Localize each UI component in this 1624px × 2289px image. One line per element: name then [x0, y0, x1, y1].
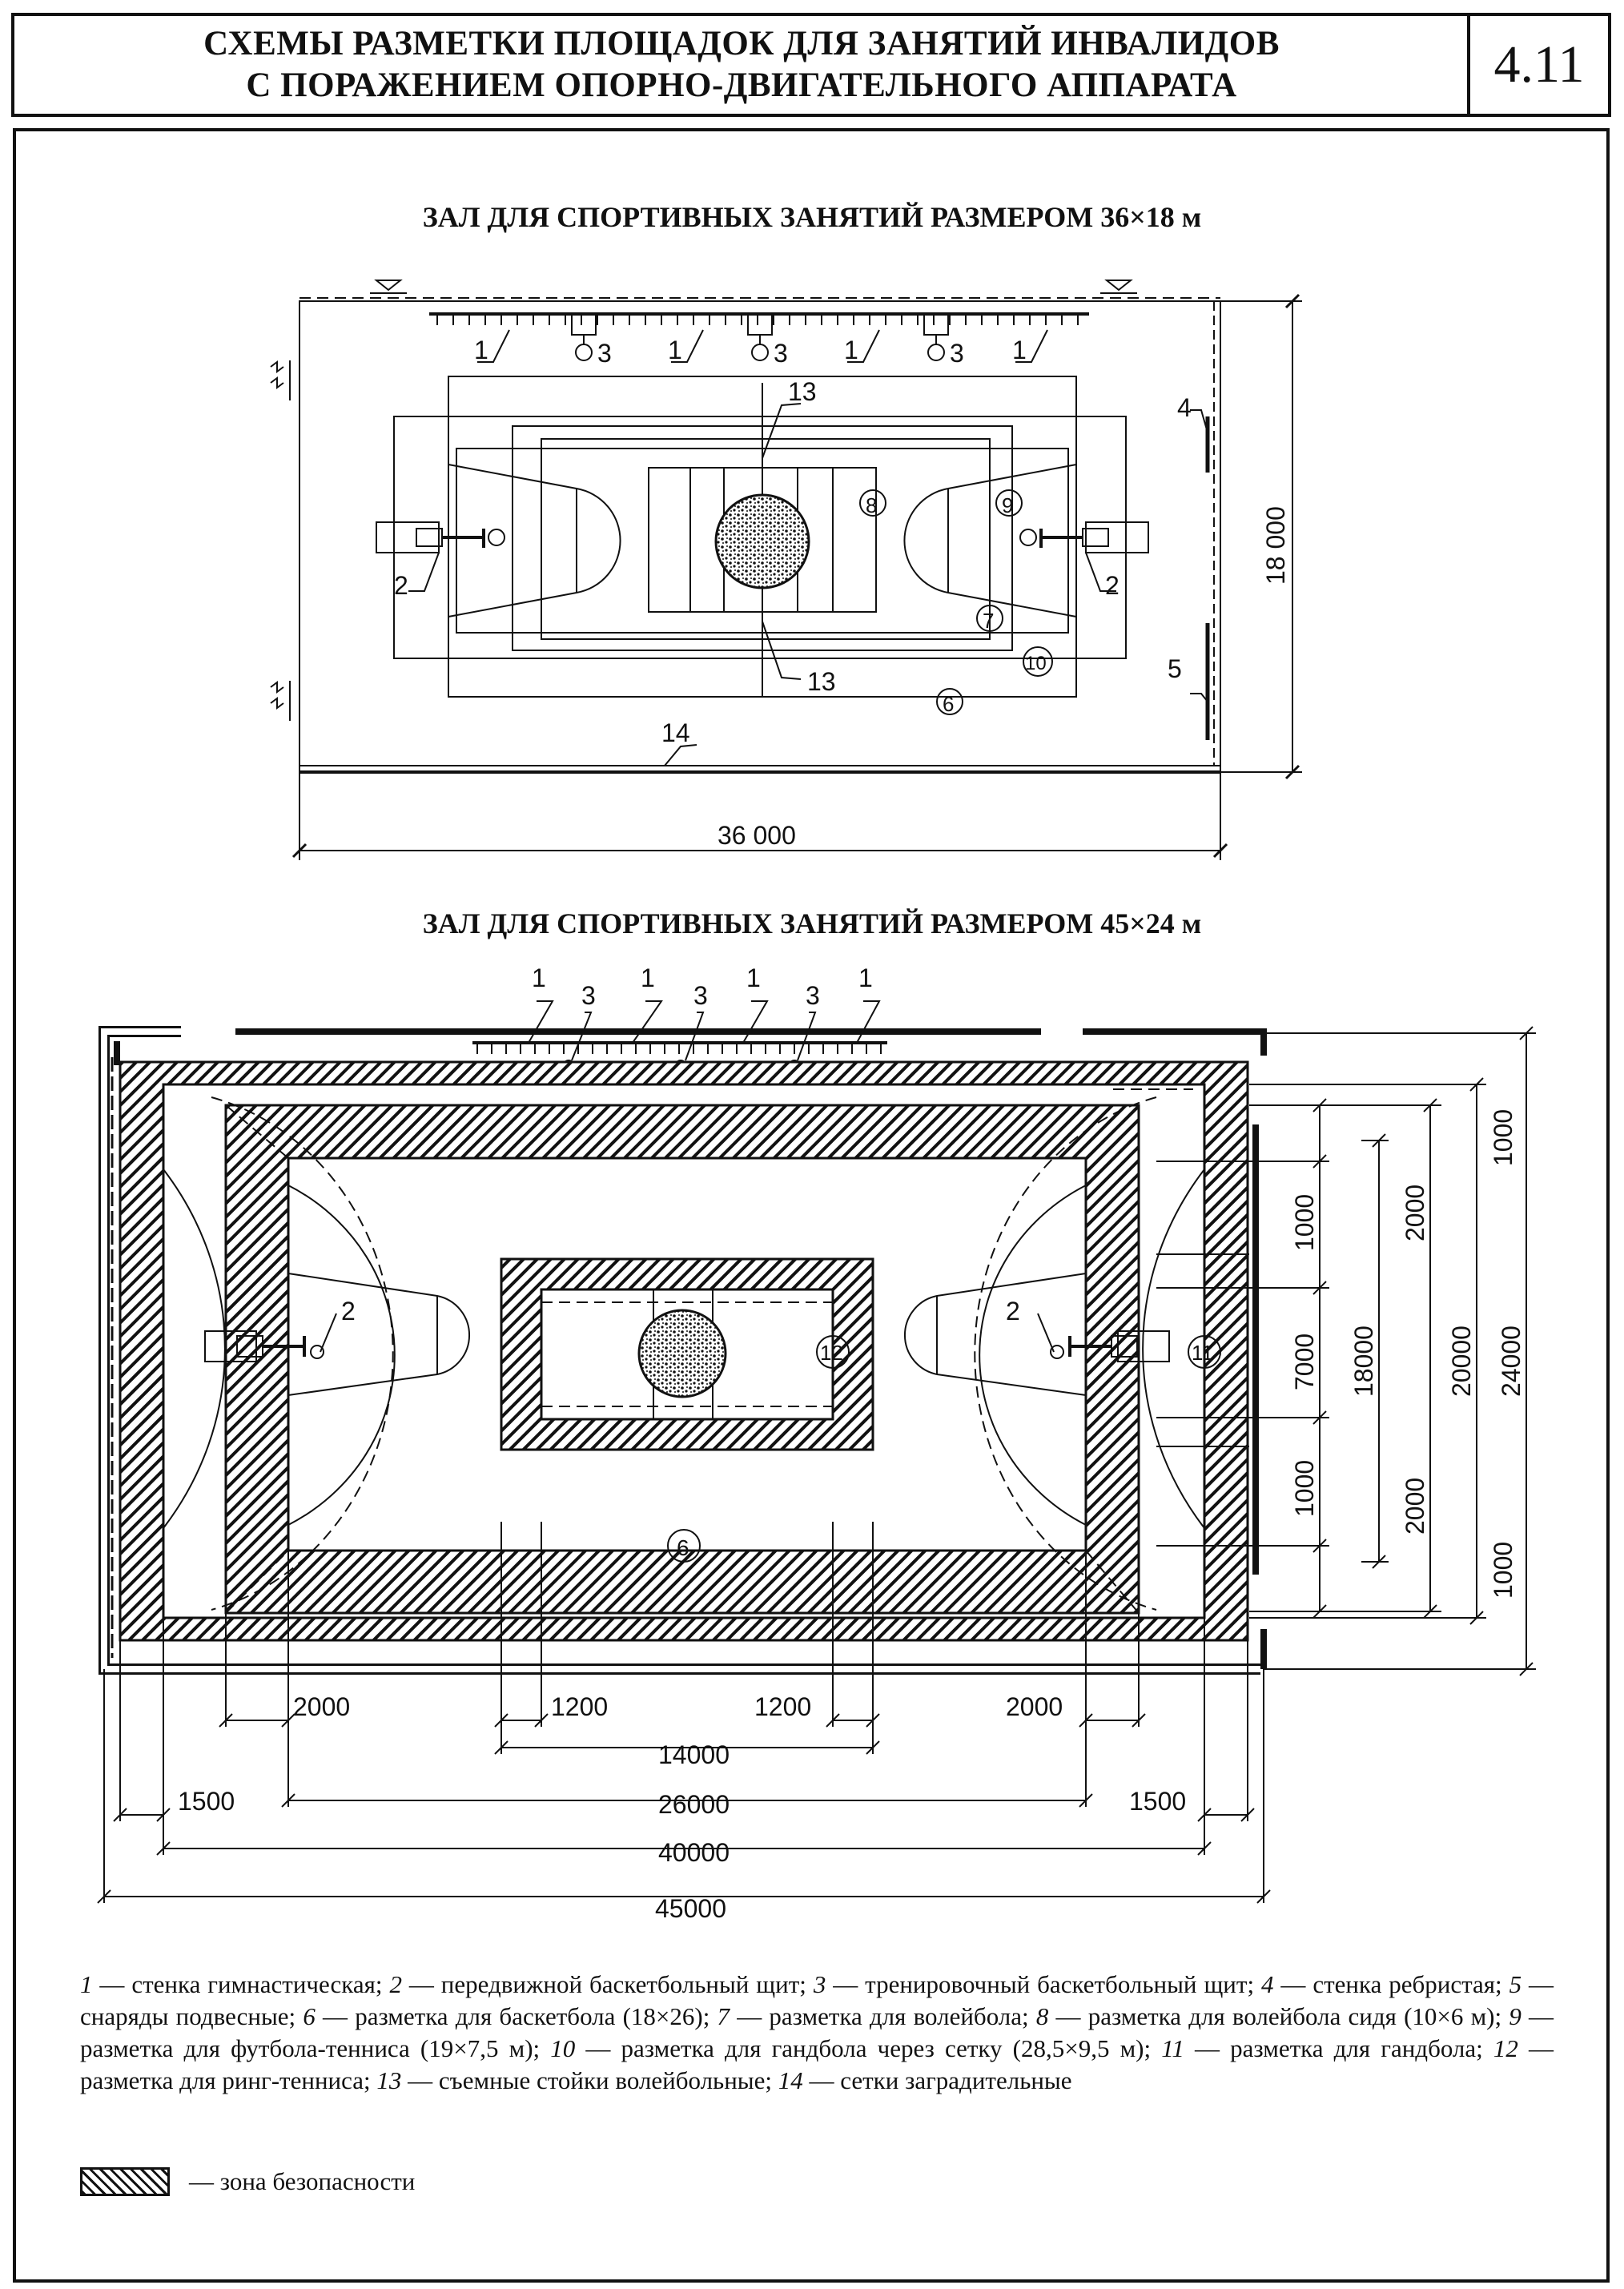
hall1-label-1d: 1	[1012, 336, 1027, 364]
safety-zone-label: — зона безопасности	[189, 2167, 416, 2195]
hall1-label-3a: 3	[597, 339, 612, 368]
hall2-dim-40000: 40000	[658, 1838, 730, 1867]
hall2-label-1d: 1	[858, 963, 873, 992]
hall2-dim-24000: 24000	[1497, 1326, 1526, 1397]
legend-item: 3 — тренировочный баскетбольный щит;	[813, 1970, 1261, 1998]
hall2-dim-18000: 18000	[1349, 1326, 1378, 1397]
hall2-dim-1200-left: 1200	[551, 1692, 608, 1721]
hall1-label-1b: 1	[668, 336, 682, 364]
hall1-court-inner	[541, 438, 991, 640]
hall1-label-14: 14	[661, 718, 690, 747]
legend-item: 2 — передвижной баскетбольный щит;	[389, 1970, 814, 1998]
hall2-dim-1000-b: 1000	[1290, 1460, 1319, 1517]
hall2-label-3a: 3	[581, 981, 596, 1010]
hall2-dim-26000: 26000	[658, 1790, 730, 1819]
legend-item: 8 — разметка для волейбола сидя (10×6 м)…	[1035, 2002, 1509, 2030]
hall1-court-10	[393, 416, 1127, 659]
hall2-label-3b: 3	[693, 981, 708, 1010]
hall2-label-2a: 2	[341, 1297, 356, 1326]
hall1-dim-height: 18 000	[1261, 506, 1290, 585]
hall2-dim-1000-a: 1000	[1290, 1194, 1319, 1251]
hall1-label-13b: 13	[807, 667, 836, 696]
legend-item: 4 — стенка ребристая;	[1260, 1970, 1509, 1998]
legend-item: 13 — съемные стойки волейбольные;	[376, 2066, 778, 2094]
sheet-number: 4.11	[1467, 16, 1608, 114]
hall1-label-3b: 3	[774, 339, 788, 368]
hall2-label-1c: 1	[746, 963, 761, 992]
hall2-dim-7000: 7000	[1290, 1334, 1319, 1390]
legend-item: 5 — снаряды подвесные;	[80, 1970, 1554, 2030]
hall1-label-8: 8	[866, 493, 877, 517]
hall1-label-10: 10	[1025, 653, 1047, 674]
hall2-dim-1500-right: 1500	[1129, 1787, 1186, 1816]
safety-zone-key: — зона безопасности	[80, 2164, 415, 2199]
sheet-title: СХЕМЫ РАЗМЕТКИ ПЛОЩАДОК ДЛЯ ЗАНЯТИЙ ИНВА…	[14, 16, 1469, 114]
legend-item: 12 — разметка для ринг-тенниса;	[80, 2034, 1554, 2094]
legend-item: 6 — разметка для баскетбола (18×26);	[303, 2002, 718, 2030]
hall1-labels: 1 1 1 1 3 3 3 2 2 4 5 13 13 14 8 9 7 10 …	[394, 336, 1290, 850]
hall1-label-1c: 1	[844, 336, 858, 364]
hall2-dim-1200-right: 1200	[754, 1692, 811, 1721]
hall1-gym-wall	[429, 312, 1089, 361]
hall1-title: ЗАЛ ДЛЯ СПОРТИВНЫХ ЗАНЯТИЙ РАЗМЕРОМ 36×1…	[422, 201, 1202, 233]
hall1-label-2a: 2	[394, 571, 408, 600]
hall1-label-5: 5	[1168, 654, 1182, 683]
hall2-label-6: 6	[677, 1535, 689, 1560]
sheet-frame	[13, 128, 1610, 2283]
hall1-label-3c: 3	[950, 339, 964, 368]
hall1-label-6: 6	[943, 692, 954, 716]
hall2-dim-14000: 14000	[658, 1740, 730, 1769]
hall2-label-1b: 1	[641, 963, 655, 992]
hall2-dim-1000-bottom: 1000	[1489, 1542, 1517, 1599]
hall2-dim-1000-top: 1000	[1489, 1109, 1517, 1166]
legend-item: 11 — разметка для гандбола;	[1161, 2034, 1493, 2062]
legend-item: 7 — разметка для волейбола;	[717, 2002, 1036, 2030]
hall2-dim-1500-left: 1500	[178, 1787, 235, 1816]
legend-item: 9 — разметка для футбола-тенниса (19×7,5…	[80, 2002, 1554, 2062]
hatch-swatch-icon	[80, 2167, 170, 2196]
hall1-dim-width: 36 000	[718, 821, 796, 850]
hall2-label-2b: 2	[1006, 1297, 1020, 1326]
hall2-label-11: 11	[1192, 1341, 1213, 1365]
legend-item: 10 — разметка для гандбола через сетку (…	[550, 2034, 1162, 2062]
hall2-dim-2000-left: 2000	[293, 1692, 350, 1721]
hall2-dim-2000-right: 2000	[1006, 1692, 1063, 1721]
hall1-label-9: 9	[1002, 493, 1013, 517]
hall1-label-7: 7	[983, 609, 994, 633]
hall2-labels: 1 1 1 1 3 3 3 2 2 6 12 11 2000 1200 1200…	[178, 963, 1526, 1923]
hall2-plan	[97, 1000, 1536, 1904]
legend-item: 1 — стенка гимнастическая;	[80, 1970, 390, 1998]
hall2-dim-2000-top: 2000	[1401, 1185, 1429, 1241]
hall2-dim-20000: 20000	[1447, 1326, 1476, 1397]
legend-item: 14 — сетки заградительные	[778, 2066, 1072, 2094]
hall1-label-4: 4	[1177, 393, 1192, 422]
hall1-label-13a: 13	[788, 377, 817, 406]
hall2-label-12: 12	[820, 1341, 843, 1365]
hall2-label-1a: 1	[532, 963, 546, 992]
hall1-label-2b: 2	[1105, 571, 1120, 600]
legend: 1 — стенка гимнастическая; 2 — передвижн…	[80, 1969, 1554, 2097]
sheet-title-line-1: СХЕМЫ РАЗМЕТКИ ПЛОЩАДОК ДЛЯ ЗАНЯТИЙ ИНВА…	[203, 25, 1280, 62]
sheet-title-line-2: С ПОРАЖЕНИЕМ ОПОРНО-ДВИГАТЕЛЬНОГО АППАРА…	[246, 66, 1237, 104]
hall1-label-1a: 1	[474, 336, 488, 364]
sheet-header: СХЕМЫ РАЗМЕТКИ ПЛОЩАДОК ДЛЯ ЗАНЯТИЙ ИНВА…	[11, 13, 1611, 117]
hall2-title: ЗАЛ ДЛЯ СПОРТИВНЫХ ЗАНЯТИЙ РАЗМЕРОМ 45×2…	[422, 907, 1202, 939]
hall2-dim-2000-bottom: 2000	[1401, 1478, 1429, 1535]
hall1-plan	[270, 280, 1302, 860]
hall2-dim-45000: 45000	[655, 1894, 726, 1923]
hall2-label-3c: 3	[806, 981, 820, 1010]
